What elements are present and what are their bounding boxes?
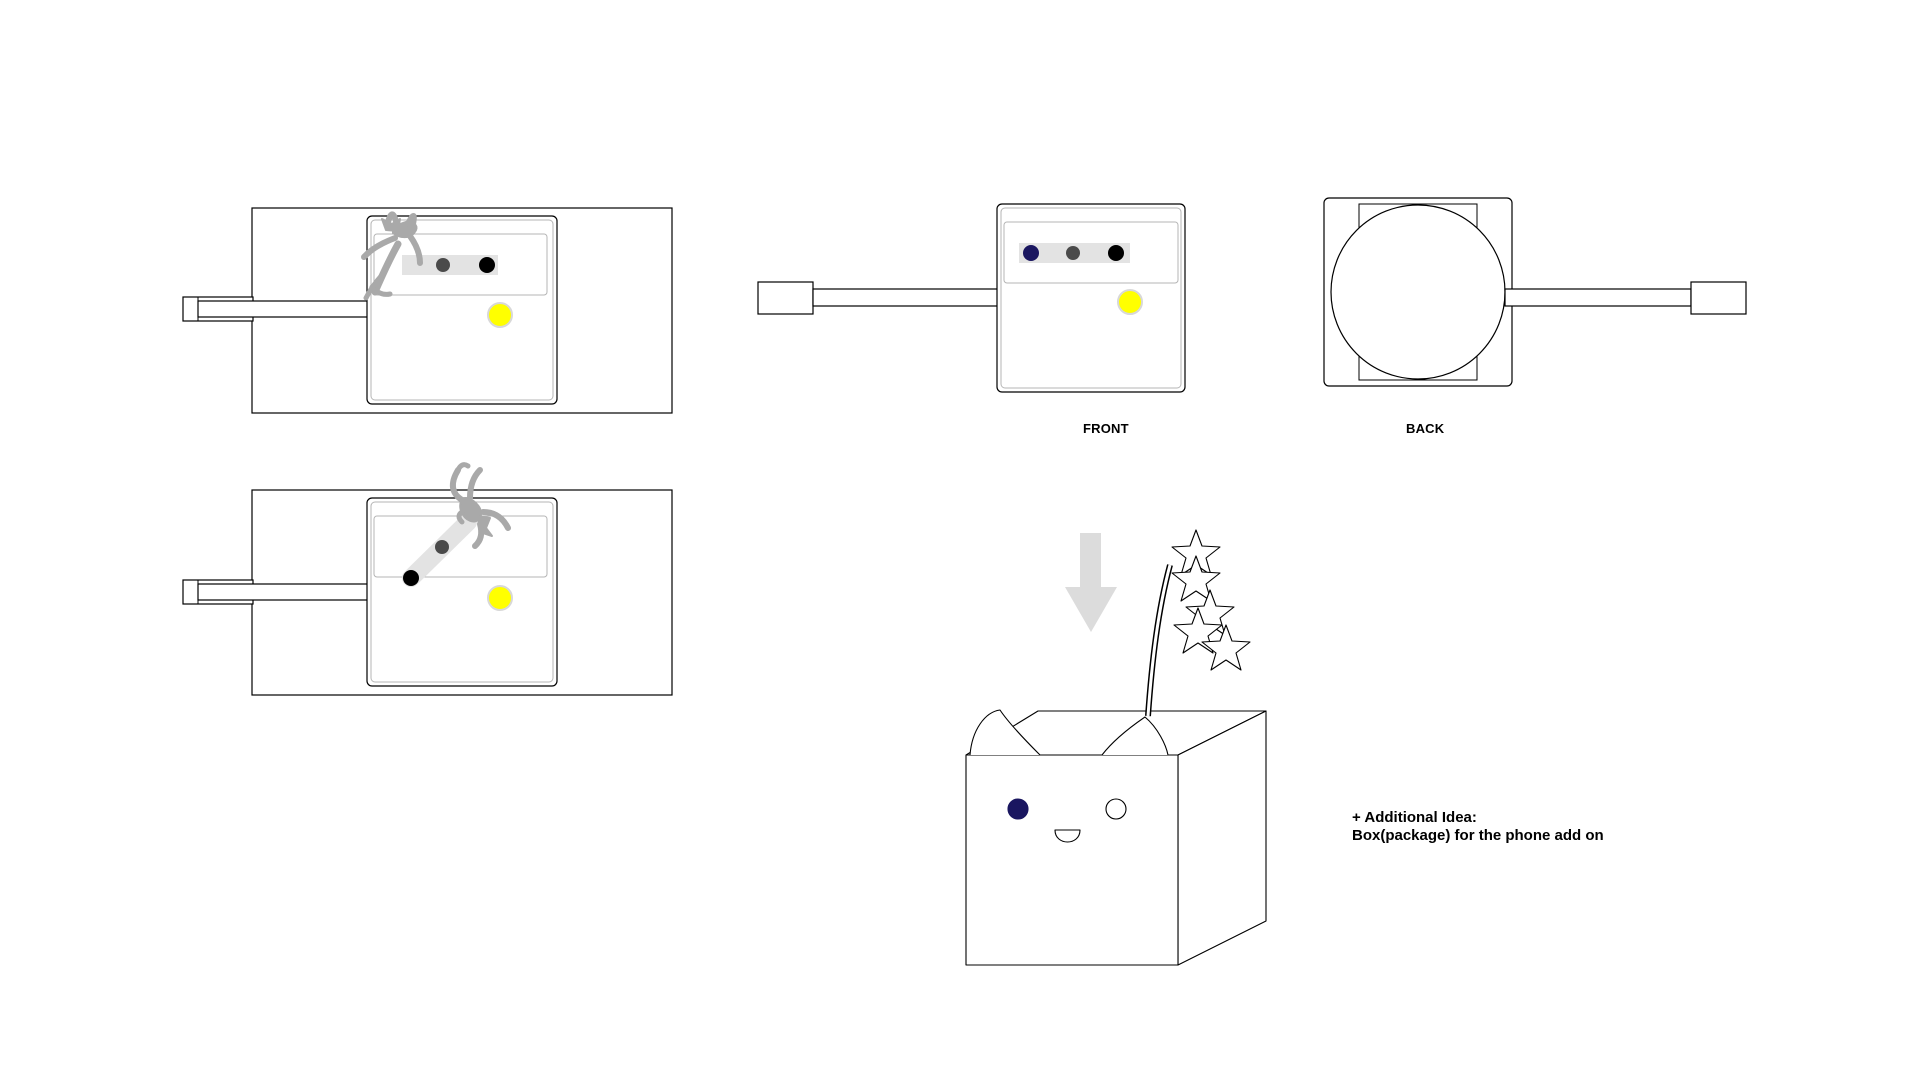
yellow-button-top bbox=[487, 302, 513, 328]
cat-icon bbox=[449, 462, 511, 549]
cable-top bbox=[197, 300, 369, 318]
front-view-label: FRONT bbox=[1083, 421, 1129, 436]
additional-idea-description: Box(package) for the phone add on bbox=[1352, 827, 1604, 844]
box-right-ear bbox=[1101, 716, 1169, 756]
back-magnet-circle bbox=[1330, 204, 1506, 380]
front-yellow-button bbox=[1117, 289, 1143, 315]
front-cable bbox=[812, 288, 999, 307]
back-cable bbox=[1504, 288, 1692, 307]
back-connector bbox=[1690, 281, 1747, 315]
front-dot-navy bbox=[1023, 245, 1039, 261]
dot-black-bottom bbox=[403, 570, 419, 586]
front-device-inner bbox=[1000, 207, 1182, 389]
dot-grey-top bbox=[436, 258, 450, 272]
wand-stick bbox=[1145, 564, 1173, 717]
box-right-eye bbox=[1105, 798, 1127, 820]
box-left-eye bbox=[1007, 798, 1029, 820]
yellow-button-bottom bbox=[487, 585, 513, 611]
box-side-face bbox=[1177, 710, 1267, 966]
cat-box-package bbox=[965, 529, 1267, 966]
star-wand bbox=[1145, 529, 1251, 717]
cat-icon bbox=[361, 211, 423, 301]
device-inner-top bbox=[370, 219, 554, 401]
box-left-ear bbox=[969, 709, 1041, 756]
additional-idea-heading: + Additional Idea: bbox=[1352, 809, 1477, 826]
front-connector bbox=[757, 281, 814, 315]
star-icon bbox=[1171, 555, 1221, 602]
back-view bbox=[1323, 197, 1747, 387]
box-mouth bbox=[1054, 829, 1081, 843]
front-dot-black bbox=[1108, 245, 1124, 261]
box-front-face bbox=[965, 754, 1179, 966]
down-arrow-icon bbox=[1065, 533, 1117, 632]
dot-black-top bbox=[479, 257, 495, 273]
star-icon bbox=[1201, 624, 1251, 671]
back-view-label: BACK bbox=[1406, 421, 1445, 436]
star-icon bbox=[1173, 607, 1223, 654]
cable-bottom bbox=[197, 583, 369, 601]
phone-view-bottom bbox=[182, 462, 673, 696]
front-dot-grey bbox=[1066, 246, 1080, 260]
phone-view-top bbox=[182, 207, 673, 414]
dot-grey-bottom bbox=[435, 540, 449, 554]
additional-idea-note: + Additional Idea: Box(package) for the … bbox=[1352, 809, 1604, 845]
front-view bbox=[757, 203, 1186, 393]
